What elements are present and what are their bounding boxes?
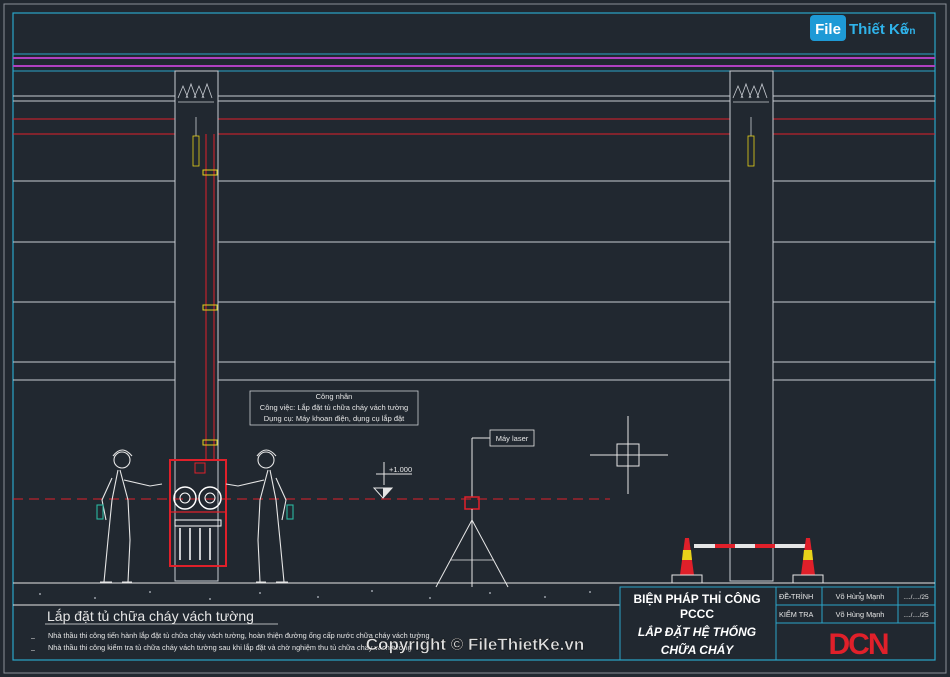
title-line-1: BIỆN PHÁP THI CÔNG xyxy=(633,591,760,606)
logo-domain-text: .vn xyxy=(901,26,915,37)
note-bullet: – xyxy=(31,635,35,642)
row-2-name: Võ Hùng Mạnh xyxy=(836,610,885,619)
callout-worker-job: Công việc: Lắp đặt tủ chữa cháy vách tườ… xyxy=(260,403,408,412)
worker-callout: Công nhân Công việc: Lắp đặt tủ chữa chá… xyxy=(249,390,419,426)
crosshair-symbol xyxy=(590,416,668,494)
worker-right xyxy=(225,449,294,583)
title-line-3: LẮP ĐẶT HỆ THỐNG xyxy=(638,624,756,639)
worker-left xyxy=(96,449,163,583)
elevation-label: +1.000 xyxy=(389,465,412,474)
traffic-cone-left xyxy=(671,538,703,584)
logo-thietke-text: Thiết Kế xyxy=(849,21,909,38)
row-1-role: ĐỀ TRÌNH xyxy=(779,591,813,601)
row-1-name: Võ Hùng Mạnh xyxy=(836,592,885,601)
note-line-1: Nhà thầu thi công tiến hành lắp đặt tủ c… xyxy=(48,631,430,640)
note-line-2: Nhà thầu thi công kiểm tra tủ chữa cháy … xyxy=(48,643,412,652)
row-2-role: KIỂM TRA xyxy=(779,610,813,619)
note-bullet: – xyxy=(31,647,35,654)
title-block: BIỆN PHÁP THI CÔNG PCCC LẮP ĐẶT HỆ THỐNG… xyxy=(619,586,936,661)
ceiling-lines xyxy=(13,53,935,381)
fire-cabinet xyxy=(169,459,227,567)
laser-label: Máy laser xyxy=(496,434,529,443)
callout-worker-tools: Dụng cụ: Máy khoan điện, dụng cụ lắp đặt xyxy=(264,414,405,423)
notes-heading: Lắp đặt tủ chữa cháy vách tường xyxy=(47,608,254,624)
company-logo: DCN xyxy=(829,628,888,661)
brand-logo-watermark: File Thiết Kế .vn xyxy=(810,15,915,41)
copyright-watermark: Copyright © FileThietKe.vn xyxy=(366,635,584,654)
callout-worker-title: Công nhân xyxy=(316,392,353,401)
title-line-4: CHỮA CHÁY xyxy=(661,642,735,657)
outer-frame xyxy=(3,3,947,674)
fire-pipe xyxy=(202,134,218,460)
elevation-marker: +1.000 xyxy=(372,462,412,499)
hanger-left xyxy=(177,82,214,167)
title-line-2: PCCC xyxy=(680,607,714,621)
inner-frame xyxy=(12,12,936,661)
notes-block: Lắp đặt tủ chữa cháy vách tường – Nhà th… xyxy=(31,608,430,654)
ground-slab xyxy=(13,582,935,606)
logo-file-text: File xyxy=(815,21,841,38)
hanger-right xyxy=(732,82,769,167)
laser-tripod: Máy laser xyxy=(435,429,535,588)
row-2-date: ..../..../25 xyxy=(903,612,929,619)
row-1-date: ..../..../25 xyxy=(903,594,929,601)
